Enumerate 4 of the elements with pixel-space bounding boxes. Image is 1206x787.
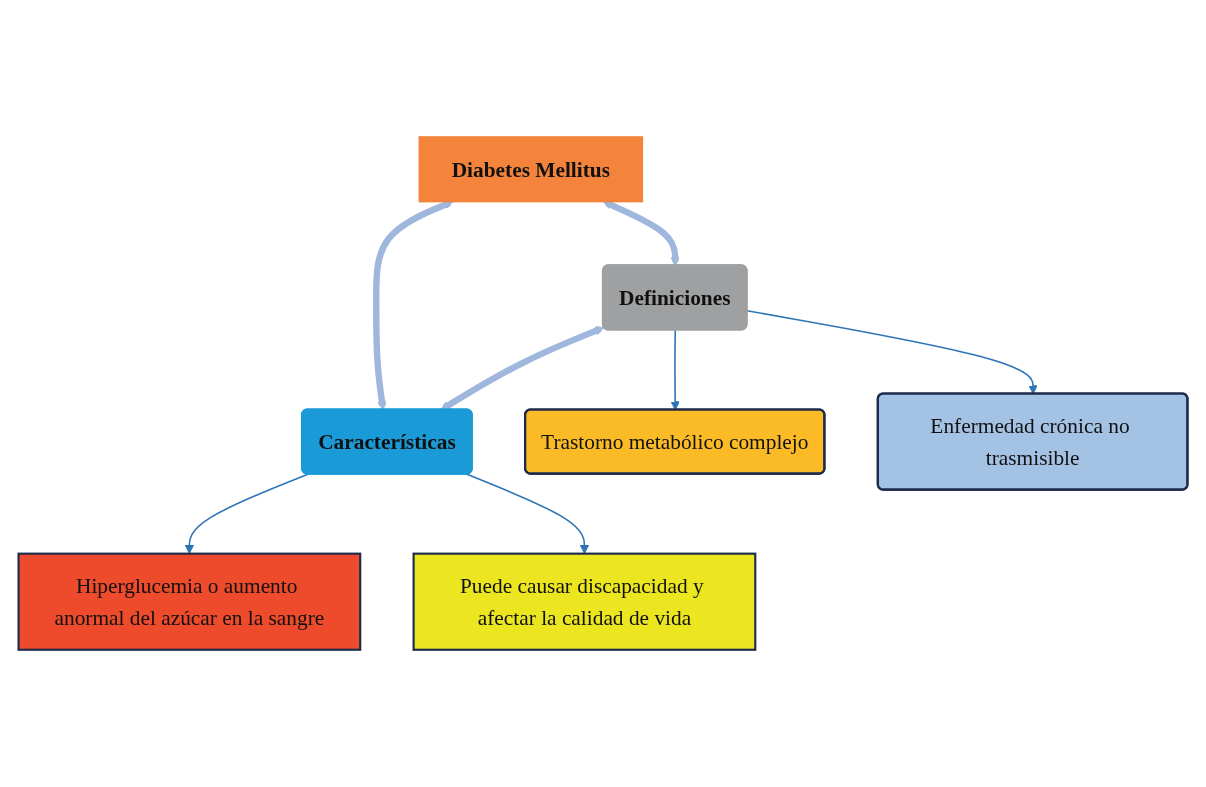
arrow [373, 199, 454, 411]
node-box: Puede causar discapacidad y afectar la calidad de vida [412, 552, 757, 651]
node-box: Hiperglucemia o aumento anormal del azúcar en la sangre [17, 552, 362, 651]
node-box: Diabetes Mellitus [418, 136, 644, 203]
